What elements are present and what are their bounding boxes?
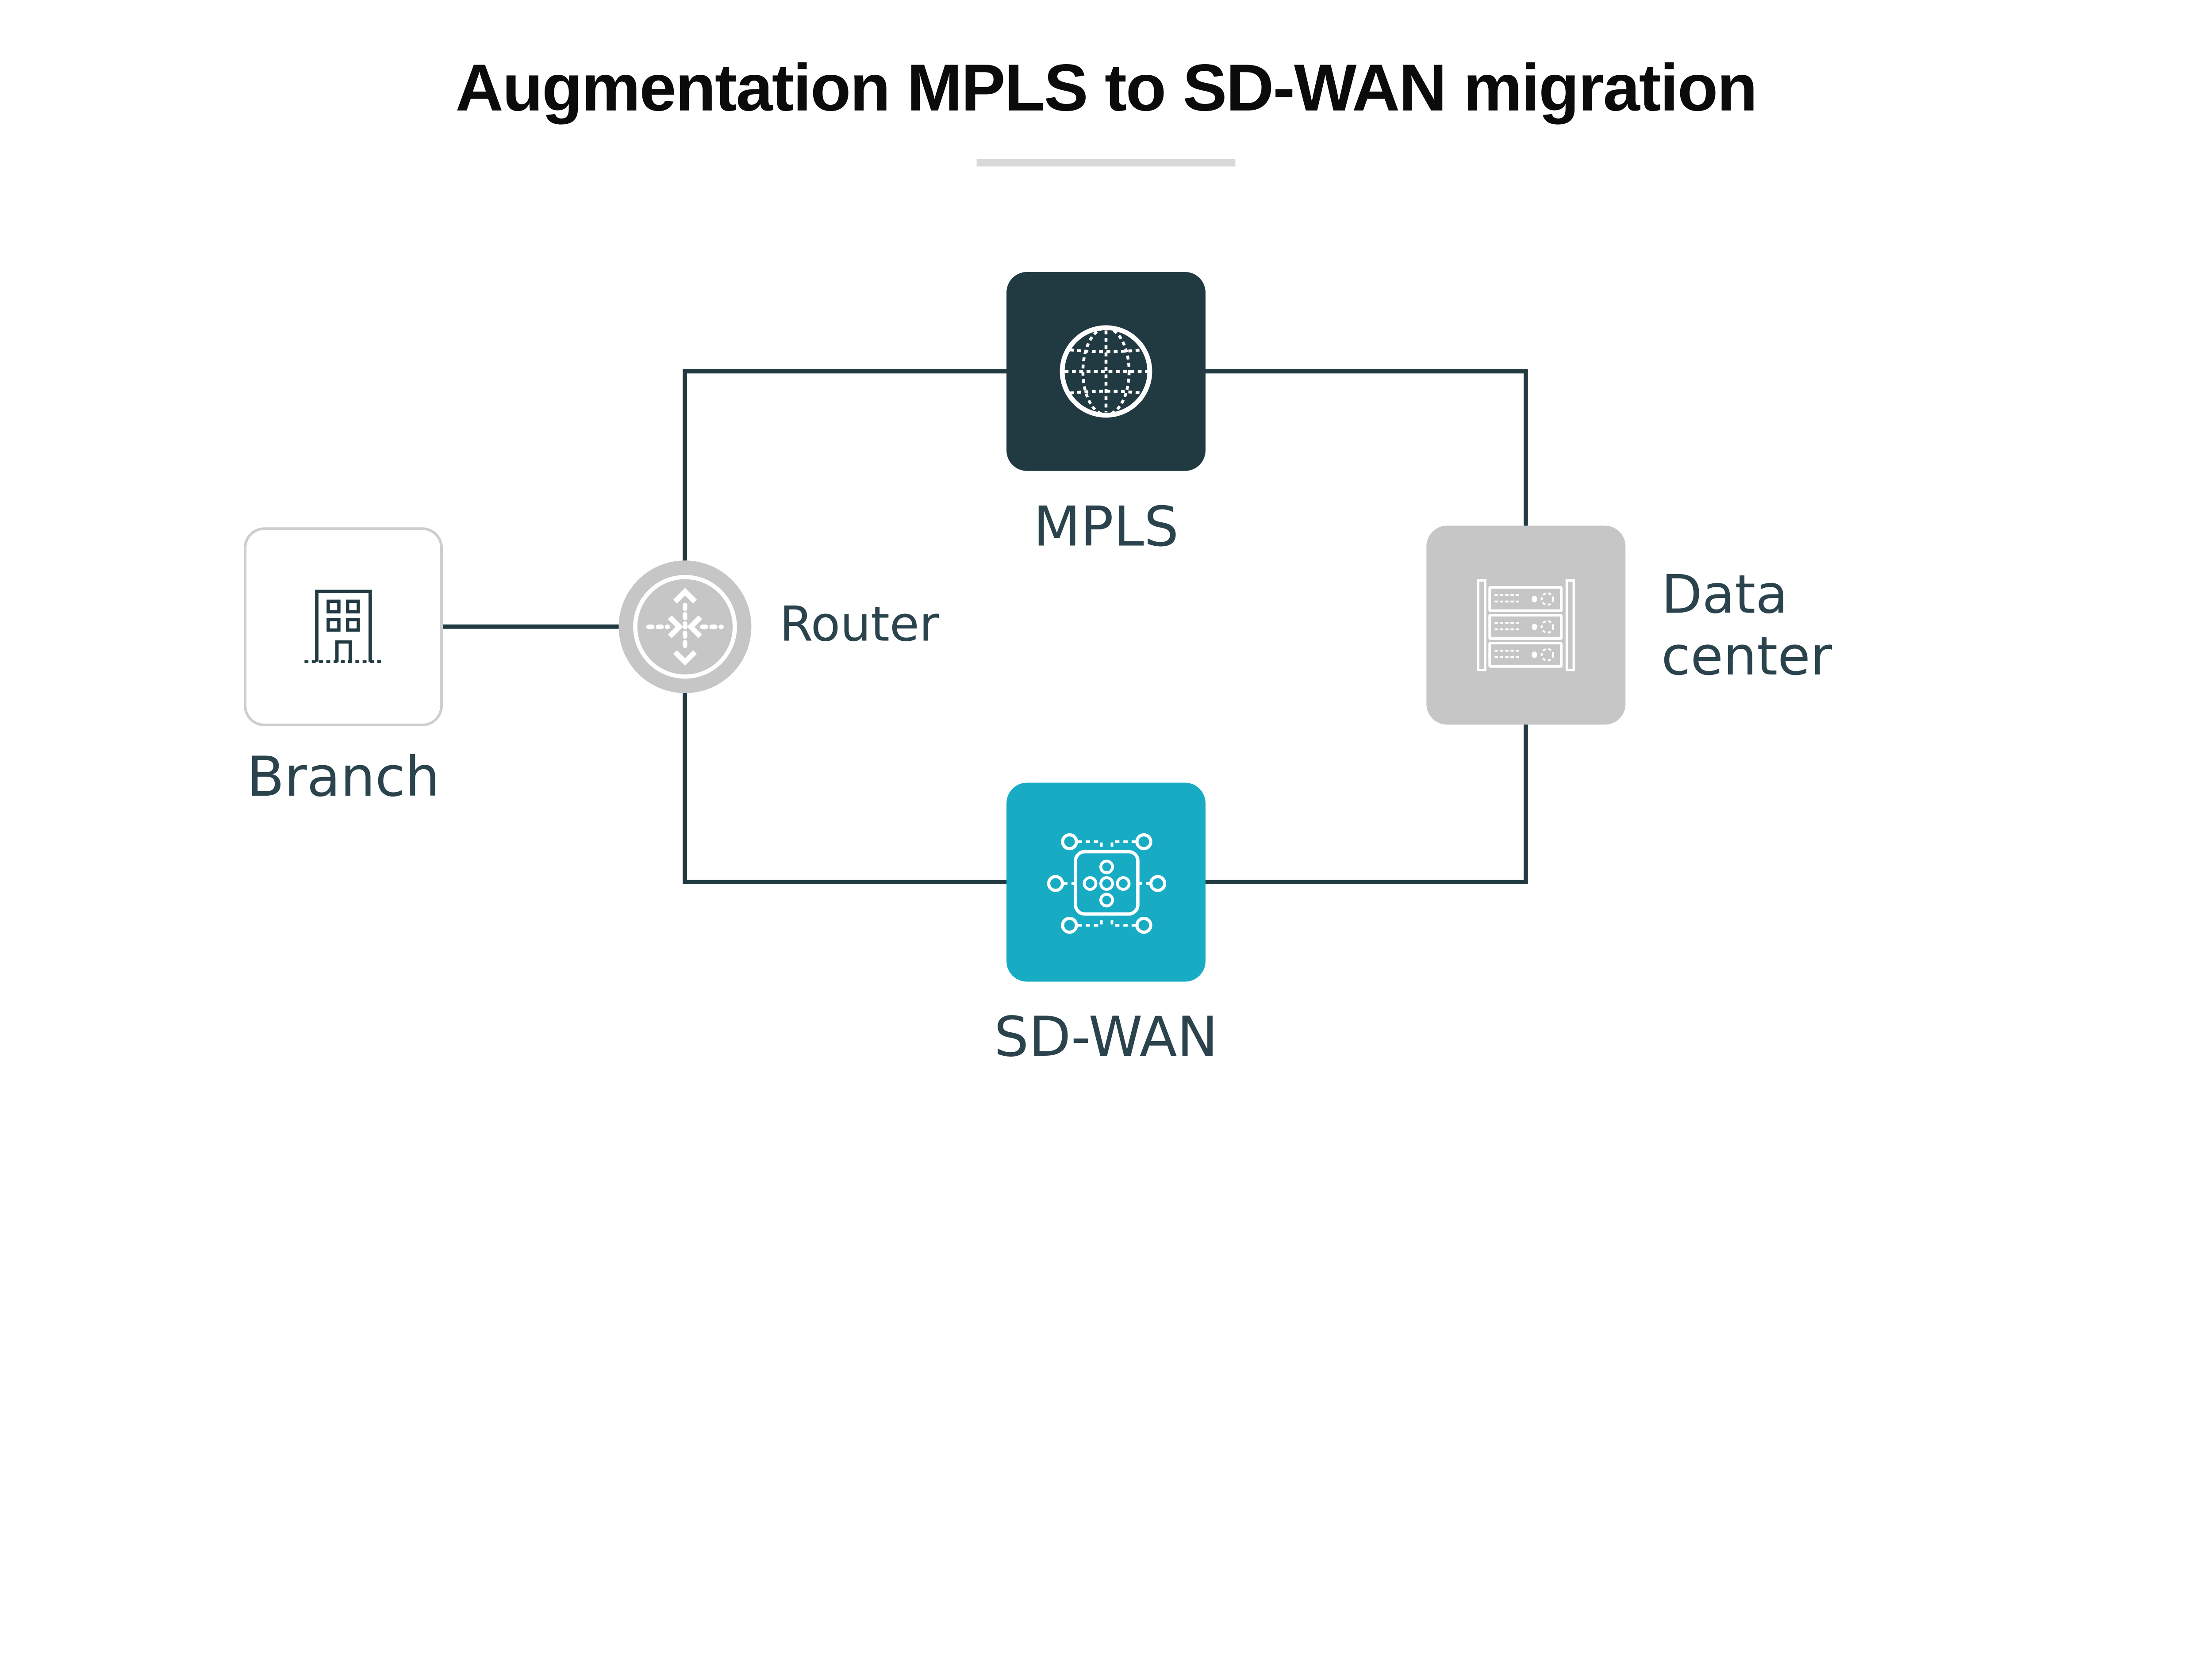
node-router xyxy=(618,560,752,693)
node-datacenter xyxy=(1426,525,1626,725)
sdwan-label: SD-WAN xyxy=(994,1005,1218,1069)
diagram-canvas: Augmentation MPLS to SD-WAN migration Br… xyxy=(244,50,1832,1069)
globe-icon xyxy=(1058,323,1154,419)
page-title: Augmentation MPLS to SD-WAN migration xyxy=(455,50,1757,125)
mpls-label: MPLS xyxy=(1033,494,1179,559)
node-branch xyxy=(244,527,443,727)
router-icon xyxy=(618,560,751,693)
datacenter-label: Data center xyxy=(1661,563,1832,687)
datacenter-label-line2: center xyxy=(1661,625,1832,687)
server-rack-icon xyxy=(1476,575,1576,675)
branch-to-router-line xyxy=(441,624,628,629)
title-divider xyxy=(976,159,1236,167)
branch-label: Branch xyxy=(246,745,440,809)
node-mpls xyxy=(1006,272,1206,471)
building-icon xyxy=(294,577,393,677)
mesh-network-icon xyxy=(1040,816,1172,949)
datacenter-label-line1: Data xyxy=(1661,563,1788,626)
node-sdwan xyxy=(1006,782,1206,982)
router-label: Router xyxy=(780,596,939,652)
